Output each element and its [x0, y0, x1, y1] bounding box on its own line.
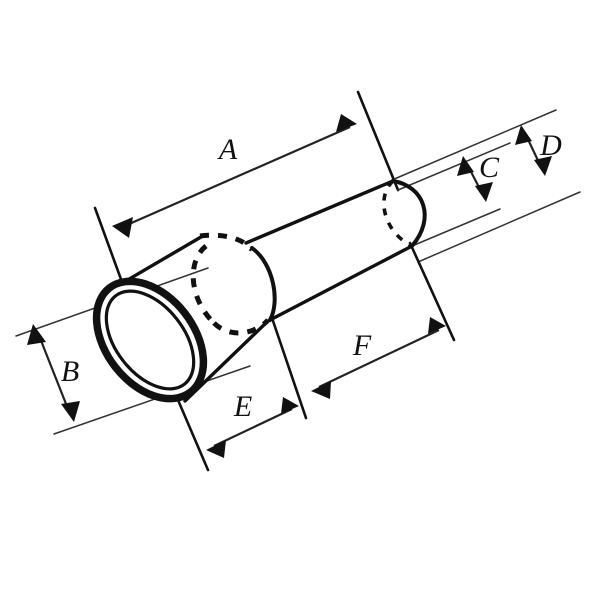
- dimension-b-label: B: [61, 355, 79, 388]
- dimension-a-line: [119, 125, 351, 230]
- dimension-a-arrow-right: [336, 114, 357, 132]
- extension-line-e-left: [176, 398, 210, 472]
- extension-line-c-lower: [411, 208, 501, 247]
- dimension-e-arrow-right: [281, 397, 299, 414]
- socket-back-rim-hidden-arc-top: [199, 232, 254, 252]
- extension-line-b-lower: [53, 365, 251, 435]
- dimension-c: C: [457, 151, 500, 202]
- dimension-a-label: A: [217, 133, 238, 166]
- extension-line-c-upper: [397, 142, 511, 191]
- socket-end: [92, 232, 277, 403]
- dimension-f-arrow-left: [311, 381, 331, 399]
- dimension-d-label: D: [539, 129, 562, 162]
- tube-top-edge: [244, 179, 395, 245]
- extension-line-d-lower: [417, 191, 581, 263]
- dimension-a: A: [112, 114, 357, 238]
- dimension-d-arrow-top: [515, 125, 532, 145]
- dimension-e-label: E: [233, 390, 252, 423]
- dimension-c-arrow-bottom: [475, 182, 493, 202]
- dimension-d-arrow-bottom: [534, 156, 552, 176]
- extension-line-e-right-f-left: [270, 316, 308, 420]
- dimension-f: F: [311, 317, 446, 399]
- extension-lines: [15, 90, 581, 472]
- dimension-c-label: C: [479, 151, 500, 184]
- extension-line-a-left: [93, 206, 124, 284]
- socket-back-rim-hidden-arc-left: [190, 244, 216, 325]
- dimension-e-arrow-left: [206, 440, 226, 458]
- dimension-e-line: [213, 408, 293, 447]
- dimension-f-line: [318, 329, 440, 388]
- extension-line-d-upper: [391, 109, 557, 181]
- dimension-f-arrow-right: [428, 317, 446, 334]
- dimension-c-arrow-top: [457, 156, 474, 176]
- socket-inner-bore: [104, 289, 196, 391]
- dimension-b: B: [27, 324, 80, 422]
- socket-top-edge: [117, 235, 203, 287]
- dimension-b-arrow-bottom: [61, 401, 80, 422]
- socket-front-face: [92, 277, 208, 403]
- socket-back-rim-front-arc: [250, 246, 277, 322]
- dimension-b-arrow-top: [27, 324, 46, 345]
- dimension-d: D: [515, 125, 562, 176]
- extension-line-a-right: [356, 90, 400, 192]
- extension-line-f-right: [408, 241, 456, 342]
- dimension-a-arrow-left: [112, 217, 133, 238]
- dimension-e: E: [206, 390, 299, 458]
- tube-far-end-front-arc: [391, 179, 427, 248]
- tube-far-end-hidden-arc: [382, 179, 413, 248]
- tube-body: [244, 179, 427, 322]
- dimension-b-line: [36, 332, 72, 415]
- tube-bottom-edge: [268, 244, 414, 322]
- dimension-f-label: F: [352, 329, 372, 362]
